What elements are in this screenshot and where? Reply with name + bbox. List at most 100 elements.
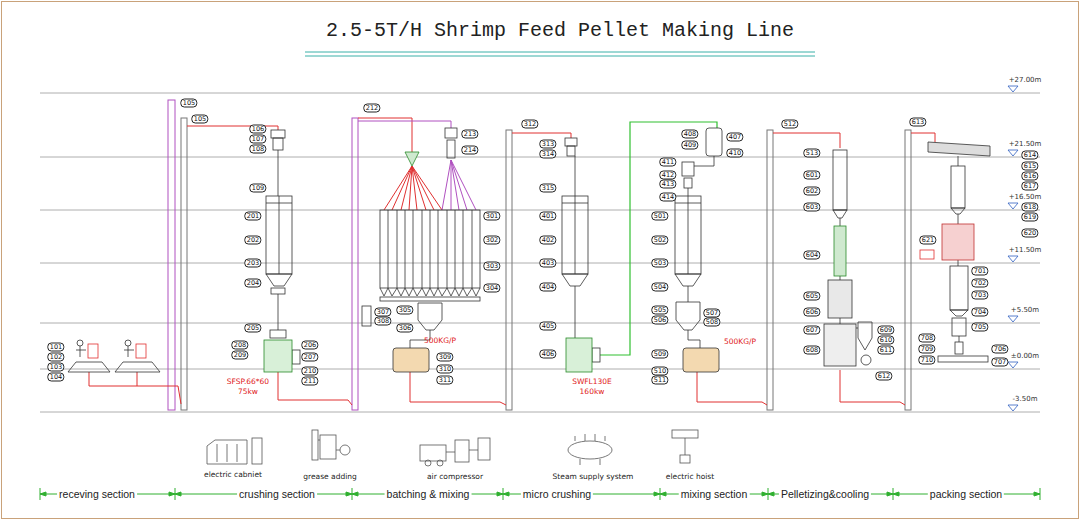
- callout-number: 621: [919, 236, 936, 245]
- callout-number: 505: [651, 306, 668, 315]
- callout-number: 302: [483, 236, 500, 245]
- callout-number: 405: [539, 322, 556, 331]
- callout-number: 312: [521, 120, 538, 129]
- equipment-spec: 160kw: [580, 388, 605, 396]
- callout-number: 301: [483, 212, 500, 221]
- callout-number: 308: [374, 317, 391, 326]
- callout-number: 619: [1021, 213, 1038, 222]
- callout-number: 109: [249, 184, 266, 193]
- icon-label: grease adding: [303, 472, 357, 481]
- callout-number: 102: [47, 353, 64, 362]
- callout-number: 704: [971, 308, 988, 317]
- equipment-spec: 500KG/P: [424, 337, 456, 345]
- callout-number: 708: [918, 334, 935, 343]
- callout-number: 314: [539, 150, 556, 159]
- callout-number: 612: [875, 372, 892, 381]
- callout-number: 108: [249, 145, 266, 154]
- callout-number: 503: [651, 259, 668, 268]
- callout-number: 705: [971, 323, 988, 332]
- equipment-spec: SWFL130E: [572, 378, 612, 386]
- callout-number: 305: [396, 306, 413, 315]
- callout-number: 107: [249, 135, 266, 144]
- callout-number: 606: [803, 308, 820, 317]
- callout-number: 406: [539, 350, 556, 359]
- section-label: batching & mixing: [385, 488, 472, 500]
- callout-number: 618: [1021, 203, 1038, 212]
- callout-number: 617: [1021, 182, 1038, 191]
- callout-number: 209: [231, 351, 248, 360]
- callout-number: 506: [651, 316, 668, 325]
- callout-number: 615: [1021, 162, 1038, 171]
- callout-number: 703: [971, 291, 988, 300]
- diagram-title: 2.5-5T/H Shrimp Feed Pellet Making Line: [326, 19, 794, 42]
- callout-number: 409: [681, 141, 698, 150]
- level-mark: +11.50m: [1009, 246, 1042, 254]
- callout-number: 101: [47, 343, 64, 352]
- equipment-spec: 75kw: [238, 388, 258, 396]
- callout-number: 609: [877, 326, 894, 335]
- callout-number: 210: [301, 367, 318, 376]
- callout-number: 709: [918, 345, 935, 354]
- section-label: micro crushing: [521, 488, 593, 500]
- callout-number: 206: [301, 341, 318, 350]
- callout-number: 213: [461, 130, 478, 139]
- callout-number: 604: [803, 251, 820, 260]
- callout-number: 414: [659, 193, 676, 202]
- callout-number: 408: [681, 130, 698, 139]
- level-mark: +16.50m: [1009, 193, 1042, 201]
- callout-number: 207: [301, 353, 318, 362]
- callout-number: 307: [374, 308, 391, 317]
- callout-number: 607: [803, 326, 820, 335]
- icon-label: Steam supply system: [553, 472, 634, 481]
- callout-number: 710: [918, 356, 935, 365]
- callout-number: 510: [651, 367, 668, 376]
- callout-number: 511: [651, 376, 668, 385]
- callout-number: 208: [231, 341, 248, 350]
- section-label: receving section: [57, 488, 137, 500]
- callout-number: 611: [877, 346, 894, 355]
- callout-number: 310: [436, 365, 453, 374]
- callout-number: 404: [539, 283, 556, 292]
- callout-number: 105: [191, 115, 208, 124]
- callout-number: 205: [244, 324, 261, 333]
- icon-label: electric hoist: [666, 472, 714, 481]
- callout-number: 212: [363, 104, 380, 113]
- callout-number: 701: [971, 267, 988, 276]
- section-label: Pelletizing&cooling: [779, 488, 871, 500]
- callout-number: 513: [803, 149, 820, 158]
- callout-number: 610: [877, 336, 894, 345]
- callout-number: 602: [803, 187, 820, 196]
- callout-number: 211: [301, 377, 318, 386]
- level-mark: -3.50m: [1013, 395, 1038, 403]
- callout-number: 204: [244, 279, 261, 288]
- callout-number: 603: [803, 203, 820, 212]
- icon-label: electric cabniet: [204, 470, 262, 479]
- callout-number: 410: [726, 149, 743, 158]
- callout-number: 509: [651, 350, 668, 359]
- section-label: mixing section: [679, 488, 750, 500]
- callout-number: 401: [539, 212, 556, 221]
- callout-number: 614: [1021, 151, 1038, 160]
- callout-number: 311: [436, 376, 453, 385]
- callout-number: 106: [249, 125, 266, 134]
- callout-number: 504: [651, 283, 668, 292]
- icon-label: air compressor: [427, 472, 483, 481]
- callout-number: 507: [703, 309, 720, 318]
- callout-number: 616: [1021, 172, 1038, 181]
- callout-number: 512: [781, 120, 798, 129]
- section-label: packing section: [928, 488, 1004, 500]
- callout-number: 605: [803, 292, 820, 301]
- callout-number: 403: [539, 259, 556, 268]
- callout-number: 413: [659, 180, 676, 189]
- callout-number: 201: [244, 212, 261, 221]
- callout-number: 104: [47, 373, 64, 382]
- callout-number: 412: [659, 171, 676, 180]
- section-label: crushing section: [237, 488, 317, 500]
- callout-number: 105: [180, 99, 197, 108]
- equipment-spec: 500KG/P: [724, 338, 756, 346]
- callout-number: 315: [539, 184, 556, 193]
- callout-number: 304: [483, 284, 500, 293]
- callout-number: 203: [244, 259, 261, 268]
